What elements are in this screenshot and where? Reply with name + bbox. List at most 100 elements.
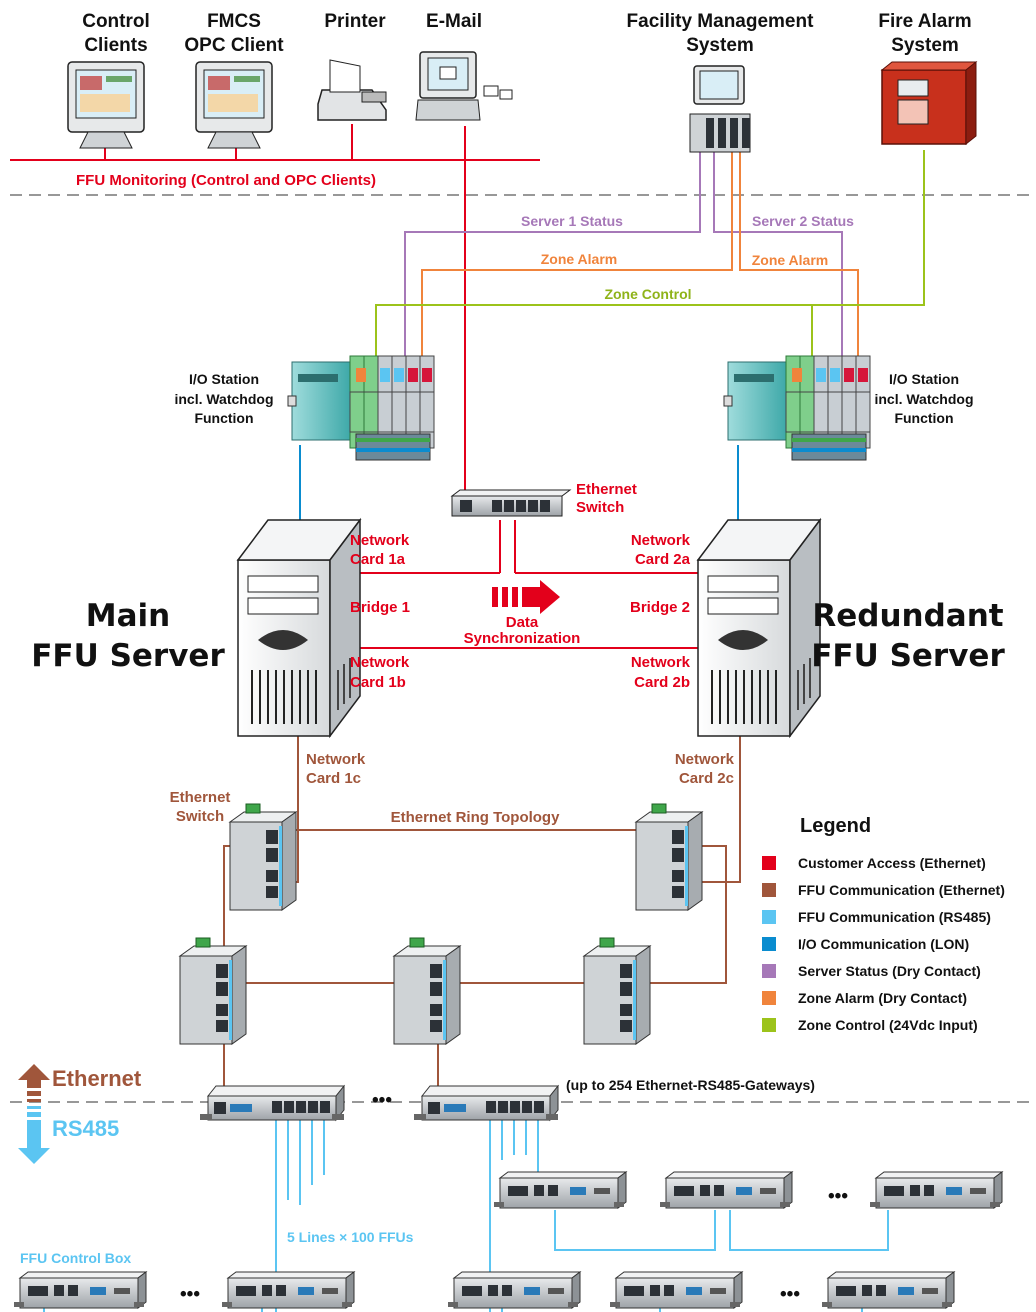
redundant-bridge-label: Bridge 2	[630, 599, 690, 616]
ffu-control-box	[493, 1171, 627, 1209]
main-bridge-label: Bridge 1	[350, 599, 410, 616]
main-server-title-2: FFU Server	[31, 638, 225, 674]
redundant-card-c-label-2: Card 2c	[679, 770, 734, 787]
legend-swatch-ffu-rs485	[762, 910, 776, 924]
redundant-card-a-label-1: Network	[631, 532, 691, 549]
fmcs-client-label-2: OPC Client	[184, 35, 284, 56]
main-server-title-1: Main	[86, 598, 170, 634]
ring-switch-bottom-left	[179, 937, 247, 1045]
legend-item-label: FFU Communication (Ethernet)	[798, 882, 1005, 898]
fmcs-client-device	[195, 61, 273, 149]
ethernet-switch-left-label-2: Switch	[176, 808, 224, 825]
redundant-card-b-label-2: Card 2b	[634, 674, 690, 691]
ffu-control-box	[221, 1271, 355, 1309]
ellipsis: •••	[828, 1186, 848, 1207]
zone-alarm-left-label: Zone Alarm	[541, 251, 618, 267]
zone-control-label: Zone Control	[604, 286, 691, 302]
gateway-left	[199, 1085, 345, 1121]
legend-swatch-zone-alarm	[762, 991, 776, 1005]
fire-alarm-label-2: System	[891, 35, 959, 56]
main-card-b-label-2: Card 1b	[350, 674, 406, 691]
control-clients-device	[67, 61, 145, 149]
legend-item-label: Zone Control (24Vdc Input)	[798, 1017, 978, 1033]
facility-mgmt-label-1: Facility Management	[627, 11, 815, 32]
facility-mgmt-label-2: System	[686, 35, 754, 56]
legend-swatch-server-status	[762, 964, 776, 978]
ellipsis: •••	[180, 1284, 200, 1305]
ffu-monitoring-label: FFU Monitoring (Control and OPC Clients)	[76, 172, 376, 189]
fire-alarm-label-1: Fire Alarm	[878, 11, 971, 32]
main-card-a-label-2: Card 1a	[350, 551, 406, 568]
legend-item-label: I/O Communication (LON)	[798, 936, 969, 952]
data-sync-label-2: Synchronization	[464, 630, 581, 647]
ethernet-switch-left-label-1: Ethernet	[170, 789, 231, 806]
ffu-control-box	[13, 1271, 147, 1309]
redundant-ffu-server	[697, 519, 821, 737]
main-card-b-label-1: Network	[350, 654, 410, 671]
printer-label: Printer	[324, 11, 386, 32]
ring-switch-bottom-right	[583, 937, 651, 1045]
main-card-c-label-2: Card 1c	[306, 770, 361, 787]
io-station-right-label-3: Function	[894, 410, 953, 426]
io-station-right-label-1: I/O Station	[889, 371, 959, 387]
main-card-a-label-1: Network	[350, 532, 410, 549]
zone-alarm-right-label: Zone Alarm	[752, 252, 829, 268]
gateways-note: (up to 254 Ethernet-RS485-Gateways)	[566, 1077, 815, 1093]
gateway-right	[413, 1085, 559, 1121]
five-lines-label: 5 Lines × 100 FFUs	[287, 1229, 414, 1245]
legend-swatches	[762, 856, 776, 1032]
server-status-lines	[404, 150, 843, 358]
legend-item-label: Zone Alarm (Dry Contact)	[798, 990, 967, 1006]
io-station-left	[287, 355, 435, 461]
ethernet-ring-label: Ethernet Ring Topology	[391, 809, 561, 826]
zone-control-lines	[375, 150, 925, 358]
ring-switch-left	[229, 803, 297, 911]
legend-item-label: Customer Access (Ethernet)	[798, 855, 986, 871]
main-card-c-label-1: Network	[306, 751, 366, 768]
legend-swatch-zone-control	[762, 1018, 776, 1032]
ffu-control-box	[609, 1271, 743, 1309]
redundant-server-title-2: FFU Server	[811, 638, 1005, 674]
legend-swatch-ffu-ethernet	[762, 883, 776, 897]
redundant-card-b-label-1: Network	[631, 654, 691, 671]
ring-switch-right	[635, 803, 703, 911]
legend-item-label: FFU Communication (RS485)	[798, 909, 991, 925]
ffu-control-box	[821, 1271, 955, 1309]
server1-status-label: Server 1 Status	[521, 213, 623, 229]
io-station-left-label-2: incl. Watchdog	[174, 391, 273, 407]
ffu-control-box	[659, 1171, 793, 1209]
ethernet-switch-top-label-1: Ethernet	[576, 481, 637, 498]
ethernet-switch-top-label-2: Switch	[576, 499, 624, 516]
control-clients-label-1: Control	[82, 11, 150, 32]
ethernet-layer-label: Ethernet	[52, 1066, 142, 1091]
ethernet-switch-top	[450, 489, 572, 517]
ellipsis: •••	[780, 1284, 800, 1305]
data-sync-arrow	[492, 580, 560, 614]
legend-swatch-customer-access	[762, 856, 776, 870]
rs485-down-arrow	[18, 1106, 50, 1164]
fire-alarm-device	[880, 60, 978, 146]
control-clients-label-2: Clients	[84, 35, 147, 56]
ring-switch-bottom-middle	[393, 937, 461, 1045]
io-station-left-label-1: I/O Station	[189, 371, 259, 387]
io-station-right-label-2: incl. Watchdog	[874, 391, 973, 407]
ethernet-up-arrow	[18, 1064, 50, 1102]
data-sync-label-1: Data	[506, 614, 539, 631]
ffu-control-box	[447, 1271, 581, 1309]
redundant-card-a-label-2: Card 2a	[635, 551, 691, 568]
email-device	[415, 51, 513, 121]
server2-status-label: Server 2 Status	[752, 213, 854, 229]
zone-alarm-lines	[421, 150, 859, 358]
legend-title: Legend	[800, 815, 871, 837]
main-ffu-server	[237, 519, 361, 737]
email-label: E-Mail	[426, 11, 482, 32]
ellipsis: •••	[372, 1090, 392, 1111]
redundant-server-title-1: Redundant	[812, 598, 1003, 634]
fmcs-client-label-1: FMCS	[207, 11, 261, 32]
io-station-left-label-3: Function	[194, 410, 253, 426]
facility-management-device	[689, 65, 751, 153]
ffu-control-box-label: FFU Control Box	[20, 1250, 131, 1266]
legend-swatch-io-lon	[762, 937, 776, 951]
legend-item-label: Server Status (Dry Contact)	[798, 963, 981, 979]
